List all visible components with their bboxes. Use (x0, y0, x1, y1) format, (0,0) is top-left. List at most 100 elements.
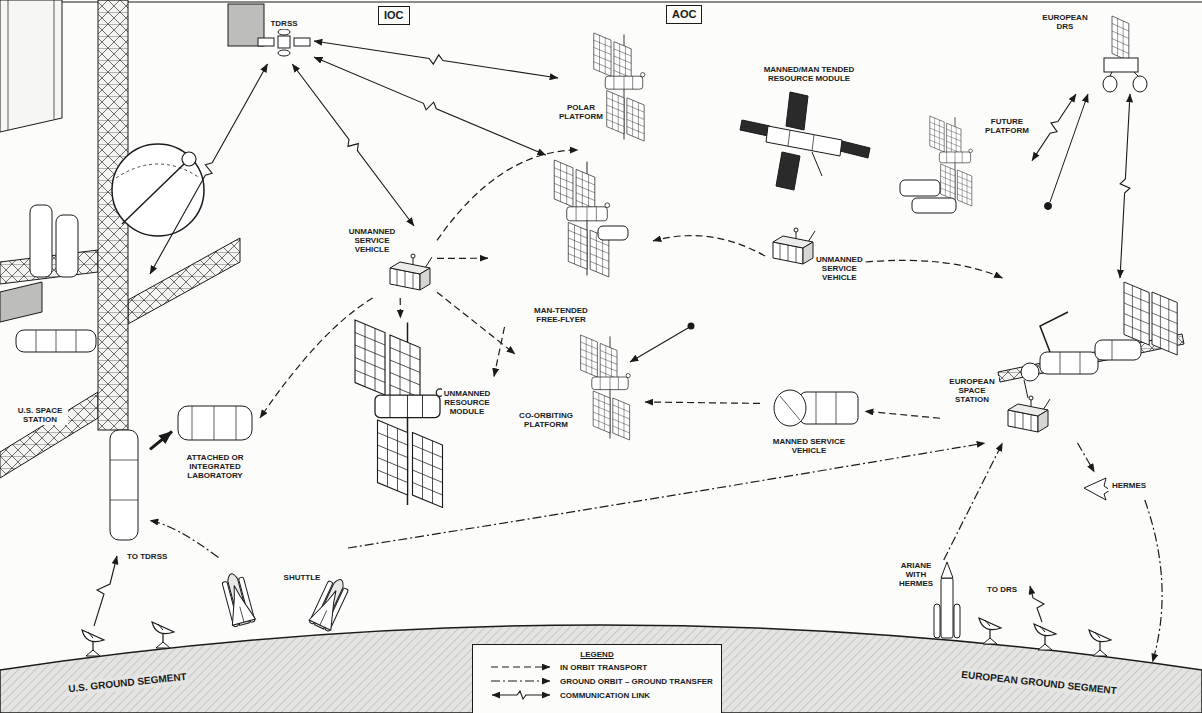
us-space-station-art (182, 152, 196, 166)
european-station-art (1040, 352, 1098, 374)
transport-path (437, 258, 488, 259)
co-orbiting-platform-art (581, 323, 695, 441)
object-label: HERMES (1108, 480, 1150, 491)
manned-vehicle-art (780, 396, 800, 420)
laboratory-module-art (178, 406, 252, 440)
us-space-station-art (122, 164, 184, 224)
resource-module-art (355, 320, 444, 508)
ground-antennas (979, 618, 1001, 644)
european-station-art (1124, 282, 1149, 345)
tdrss-satellite (278, 29, 290, 35)
laboratory-module-art (192, 406, 236, 440)
communication-link (314, 57, 546, 155)
co-orbiting-platform-art (688, 323, 695, 330)
resource-module-art (812, 152, 822, 176)
object-label: ATTACHED OR INTEGRATED LABORATORY (178, 452, 252, 481)
us-space-station-art (110, 430, 138, 540)
spacecraft-node: ATTACHED OR INTEGRATED LABORATORY (172, 400, 260, 490)
transport-path (260, 298, 373, 418)
ariane-rocket (941, 578, 953, 638)
us-space-station-art (112, 144, 204, 236)
data-relay-satellite (1134, 72, 1138, 76)
legend-text: GROUND ORBIT – GROUND TRANSFER (559, 676, 714, 687)
shuttle-art (219, 571, 256, 627)
legend-text: COMMUNICATION LINK (559, 690, 651, 701)
spacecraft-node: MAN-TENDED FREE-FLYER (488, 155, 653, 327)
manned-vehicle-art (800, 392, 858, 424)
object-label: EUROPEAN SPACE STATION (945, 376, 999, 405)
us-space-station-art (0, 0, 62, 132)
data-relay-satellite (1110, 72, 1112, 76)
legend-box: LEGENDIN ORBIT TRANSPORT GROUND ORBIT – G… (472, 644, 722, 713)
resource-module-art (786, 92, 808, 130)
object-label: UNMANNED SERVICE VEHICLE (815, 254, 864, 283)
spacecraft-node: FUTURE PLATFORM (898, 112, 1032, 220)
object-label: U.S. SPACE STATION (12, 405, 68, 425)
annotation-label: TO TDRSS (126, 551, 168, 562)
legend-row: COMMUNICATION LINK (489, 688, 721, 702)
resource-module-art (776, 152, 800, 190)
transport-path (865, 411, 940, 418)
transport-path (645, 402, 760, 403)
ground-label: EUROPEAN GROUND SEGMENT (960, 668, 1119, 698)
service-vehicle-art (390, 254, 432, 290)
resource-module-art (740, 120, 770, 136)
transport-path (150, 432, 172, 450)
tdrss-satellite (278, 50, 290, 56)
european-station-art (1008, 396, 1050, 432)
object-label: MANNED SERVICE VEHICLE (766, 436, 852, 456)
us-space-station-art (110, 460, 138, 500)
object-label: MANNED/MAN TENDED RESOURCE MODULE (753, 64, 865, 84)
data-relay-satellite (1050, 94, 1088, 202)
free-flyer-art (554, 160, 628, 277)
ground-antennas (1034, 624, 1056, 650)
phase-label: AOC (672, 8, 696, 21)
transport-path (348, 443, 985, 548)
spacecraft-node: POLAR PLATFORM (558, 30, 658, 150)
future-platform-art (900, 180, 940, 196)
manned-vehicle-art (816, 392, 836, 424)
legend-row: IN ORBIT TRANSPORT (489, 660, 721, 674)
data-relay-satellite (1133, 76, 1147, 92)
service-vehicle-art (773, 228, 815, 264)
object-label: EUROPEAN DRS (1040, 12, 1090, 32)
annotation-label: TO DRS (986, 584, 1018, 595)
legend-sample (489, 662, 553, 672)
resource-module-art (740, 92, 870, 190)
transport-path (437, 292, 515, 354)
spacecraft-node: MANNED SERVICE VEHICLE (760, 380, 865, 458)
data-relay-satellite (1103, 76, 1117, 92)
european-station-art (1040, 312, 1068, 352)
legend-title: LEGEND (473, 649, 721, 660)
us-space-station-art (16, 330, 96, 352)
data-relay-satellite (1104, 58, 1138, 72)
phase-label: IOC (384, 9, 404, 22)
data-relay-satellite (1045, 203, 1052, 210)
spacecraft-node: EUROPEAN DRS (1040, 8, 1160, 94)
co-orbiting-platform-art (630, 328, 688, 362)
phase-box: AOC (666, 5, 702, 24)
label-anchor: TO DRS (986, 584, 1018, 595)
manned-vehicle-art (774, 390, 806, 426)
shuttle-art (219, 571, 351, 632)
future-platform-art (900, 116, 972, 213)
us-space-station-art (128, 238, 240, 324)
ariane-rocket (934, 604, 940, 638)
transport-path (1145, 500, 1162, 662)
object-label: UNMANNED RESOURCE MODULE (442, 388, 492, 417)
legend-line (491, 680, 550, 681)
spacecraft-node: MANNED/MAN TENDED RESOURCE MODULE (735, 64, 875, 192)
manned-vehicle-art (774, 390, 858, 426)
transport-path (437, 150, 578, 240)
object-label: TDRSS (265, 18, 303, 29)
polar-platform-art (594, 33, 645, 141)
data-relay-satellite (1045, 16, 1148, 210)
us-space-station-art (56, 215, 78, 277)
european-station-art (1021, 363, 1039, 381)
frame-line (0, 1, 1202, 2)
shuttle-art (308, 575, 352, 632)
resource-module-art (788, 130, 814, 151)
data-relay-satellite (1112, 16, 1129, 61)
legend-sample (489, 690, 553, 700)
phase-box: IOC (378, 6, 410, 25)
